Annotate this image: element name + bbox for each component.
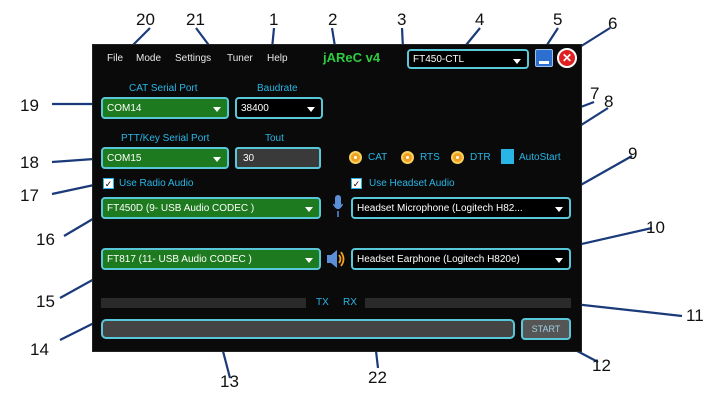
use-headset-audio-label: Use Headset Audio	[369, 178, 455, 189]
tx-level-bar	[101, 298, 306, 308]
minimize-button[interactable]	[535, 49, 553, 67]
rts-option-label: RTS	[420, 152, 440, 163]
radio-select-value: FT450-CTL	[413, 54, 465, 65]
callout-10: 10	[646, 218, 665, 237]
headset-ear-select[interactable]: Headset Earphone (Logitech H820e)	[351, 248, 571, 270]
use-radio-audio-checkbox[interactable]: ✓	[103, 178, 114, 189]
headset-mic-select[interactable]: Headset Microphone (Logitech H82...	[351, 197, 571, 219]
radio-input-value: FT450D (9- USB Audio CODEC )	[107, 203, 255, 214]
callout-9: 9	[628, 144, 638, 163]
callout-8: 8	[604, 92, 614, 111]
start-button[interactable]: START	[521, 318, 571, 340]
callout-22: 22	[368, 368, 387, 387]
chevron-down-icon	[213, 157, 221, 162]
close-button[interactable]: ✕	[557, 48, 577, 68]
callout-12: 12	[592, 356, 611, 375]
menu-settings[interactable]: Settings	[175, 53, 212, 64]
cat-port-label: CAT Serial Port	[129, 83, 198, 94]
dtr-radio[interactable]	[451, 151, 464, 164]
callout-20: 20	[136, 10, 155, 29]
headset-ear-value: Headset Earphone (Logitech H820e)	[357, 254, 520, 265]
callout-3: 3	[397, 10, 407, 29]
status-field	[101, 319, 515, 339]
menu-mode[interactable]: Mode	[136, 53, 162, 64]
cat-port-select[interactable]: COM14	[101, 97, 229, 119]
close-icon: ✕	[561, 51, 573, 65]
baudrate-select[interactable]: 38400	[235, 97, 323, 119]
callout-13: 13	[220, 372, 239, 391]
callout-14: 14	[30, 340, 49, 359]
app-window: File Mode Settings Tuner Help jAReC v4 F…	[92, 44, 582, 352]
callout-5: 5	[553, 10, 563, 29]
callout-19: 19	[20, 96, 39, 115]
use-headset-audio-checkbox[interactable]: ✓	[351, 178, 362, 189]
app-title: jAReC v4	[323, 50, 381, 65]
chevron-down-icon	[305, 207, 313, 212]
callout-7: 7	[590, 84, 600, 103]
ptt-port-select[interactable]: COM15	[101, 147, 229, 169]
ptt-port-label: PTT/Key Serial Port	[121, 133, 210, 144]
chevron-down-icon	[513, 59, 521, 64]
callout-1: 1	[269, 10, 279, 29]
callout-2: 2	[328, 10, 338, 29]
minimize-icon	[539, 61, 549, 64]
tout-label: Tout	[265, 133, 284, 144]
chevron-down-icon	[305, 258, 313, 263]
radio-output-value: FT817 (11- USB Audio CODEC )	[107, 254, 252, 265]
radio-output-select[interactable]: FT817 (11- USB Audio CODEC )	[101, 248, 321, 270]
dtr-option-label: DTR	[470, 152, 491, 163]
tx-label: TX	[316, 297, 329, 308]
rx-level-bar	[365, 298, 571, 308]
chevron-down-icon	[213, 107, 221, 112]
cat-option-label: CAT	[368, 152, 388, 163]
callout-4: 4	[475, 10, 485, 29]
chevron-down-icon	[555, 207, 563, 212]
menu-help[interactable]: Help	[267, 53, 288, 64]
radio-select[interactable]: FT450-CTL	[407, 49, 529, 69]
speaker-icon	[325, 247, 347, 271]
callout-11: 11	[686, 306, 704, 325]
microphone-icon	[332, 195, 344, 219]
autostart-label: AutoStart	[519, 152, 561, 163]
use-radio-audio-label: Use Radio Audio	[119, 178, 194, 189]
callout-17: 17	[20, 186, 39, 205]
menu-file[interactable]: File	[107, 53, 124, 64]
callout-21: 21	[186, 10, 205, 29]
cat-port-value: COM14	[107, 103, 142, 114]
rts-radio[interactable]	[401, 151, 414, 164]
autostart-checkbox[interactable]	[501, 149, 514, 164]
callout-16: 16	[36, 230, 55, 249]
rx-label: RX	[343, 297, 357, 308]
chevron-down-icon	[307, 107, 315, 112]
baudrate-label: Baudrate	[257, 83, 298, 94]
baudrate-value: 38400	[241, 103, 269, 114]
radio-input-select[interactable]: FT450D (9- USB Audio CODEC )	[101, 197, 321, 219]
tout-input[interactable]: 30	[235, 147, 321, 169]
callout-18: 18	[20, 153, 39, 172]
callout-6: 6	[608, 14, 618, 33]
headset-mic-value: Headset Microphone (Logitech H82...	[357, 203, 523, 214]
ptt-port-value: COM15	[107, 153, 142, 164]
cat-radio[interactable]	[349, 151, 362, 164]
menu-tuner[interactable]: Tuner	[227, 53, 253, 64]
chevron-down-icon	[555, 258, 563, 263]
callout-15: 15	[36, 292, 55, 311]
